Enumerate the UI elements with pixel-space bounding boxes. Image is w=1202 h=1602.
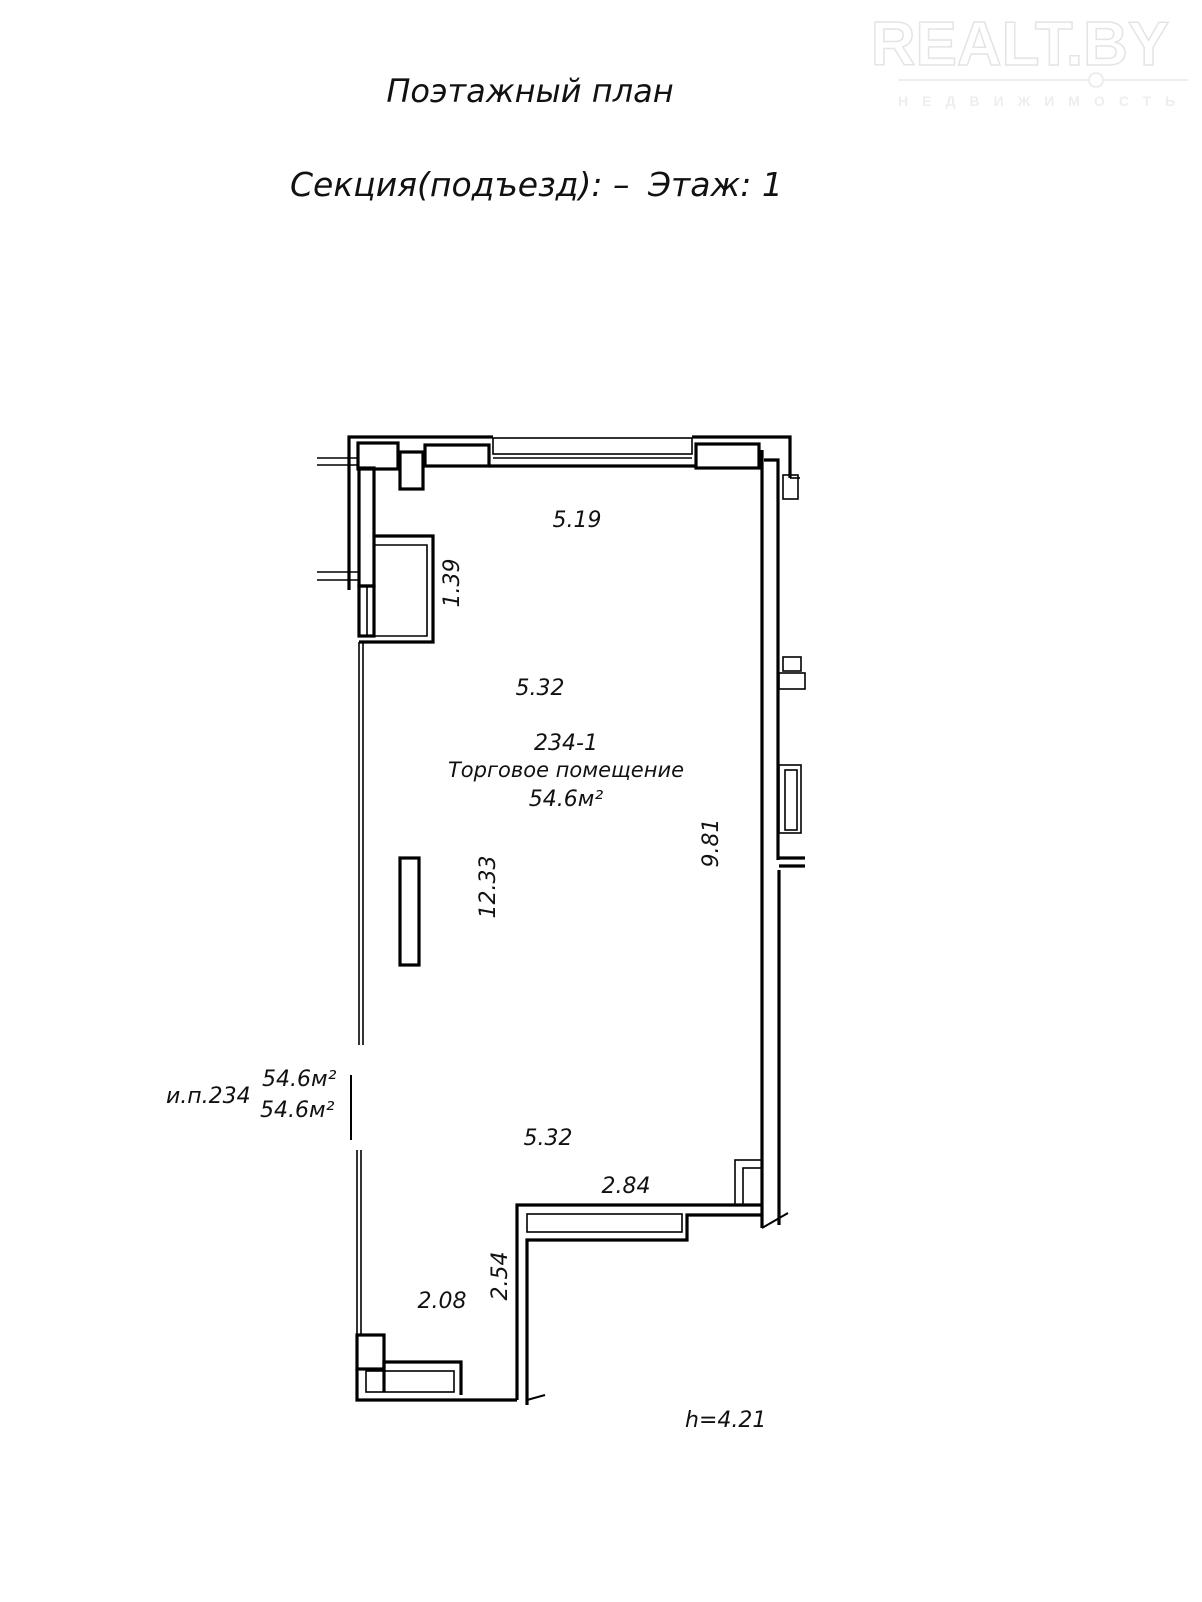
- dim-mid-width: 5.32: [516, 676, 565, 701]
- dim-left-length: 12.33: [476, 856, 501, 919]
- dim-right-length: 9.81: [699, 819, 724, 868]
- dim-bottom-width: 2.08: [418, 1289, 467, 1314]
- plan-walls: [317, 435, 806, 1405]
- dim-top-width: 5.19: [553, 508, 602, 533]
- living-area: 54.6м²: [260, 1098, 335, 1123]
- room-name: Торговое помещение: [448, 758, 684, 782]
- dim-step-width: 2.84: [602, 1174, 651, 1199]
- floor-label: Этаж: 1: [647, 165, 783, 204]
- watermark-tagline: НЕДВИЖИМОСТЬ: [898, 93, 1189, 109]
- total-area: 54.6м²: [262, 1067, 337, 1092]
- dim-step-depth: 2.54: [488, 1252, 513, 1301]
- plan-title: Поэтажный план: [386, 72, 673, 110]
- ceiling-height: h=4.21: [685, 1408, 766, 1433]
- premises-label: и.п.234: [166, 1084, 251, 1109]
- dim-lower-width: 5.32: [524, 1126, 573, 1151]
- dim-niche-depth: 1.39: [440, 559, 465, 608]
- room-number: 234-1: [534, 731, 598, 756]
- section-label: Секция(подъезд): –: [290, 165, 629, 204]
- realt-by-watermark-logo: REALT.BY НЕДВИЖИМОСТЬ: [870, 9, 1189, 109]
- watermark-brand: REALT.BY: [871, 10, 1170, 79]
- room-area: 54.6м²: [529, 787, 604, 812]
